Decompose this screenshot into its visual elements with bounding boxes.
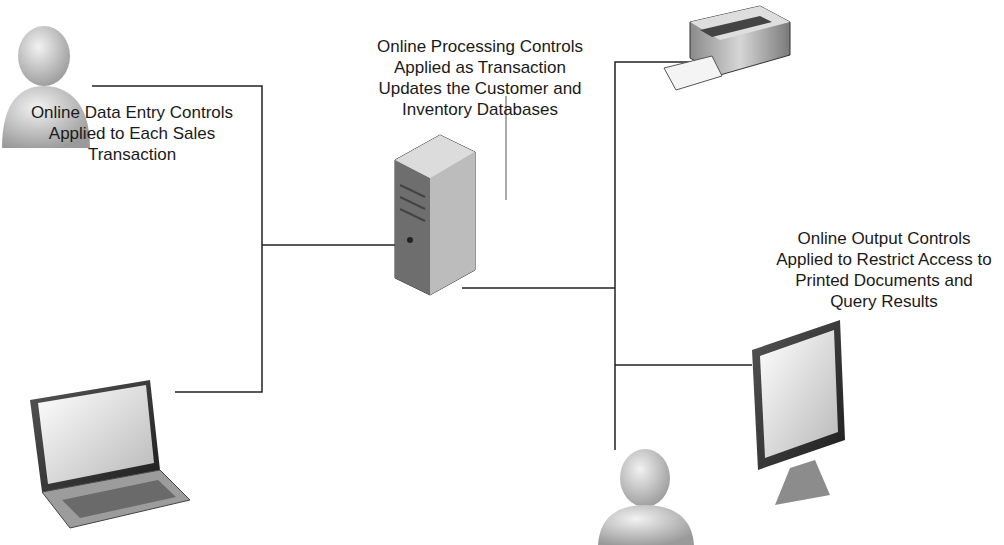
printer-icon (664, 6, 790, 90)
callout-label: Online Output Controls Applied to Restri… (770, 228, 998, 312)
callout-label: Online Data Entry Controls Applied to Ea… (14, 102, 250, 165)
user-icon (598, 449, 694, 545)
monitor-icon (752, 320, 845, 505)
callout-label: Online Processing Controls Applied as Tr… (375, 36, 585, 120)
laptop-icon (30, 380, 190, 528)
server-icon (395, 135, 475, 295)
